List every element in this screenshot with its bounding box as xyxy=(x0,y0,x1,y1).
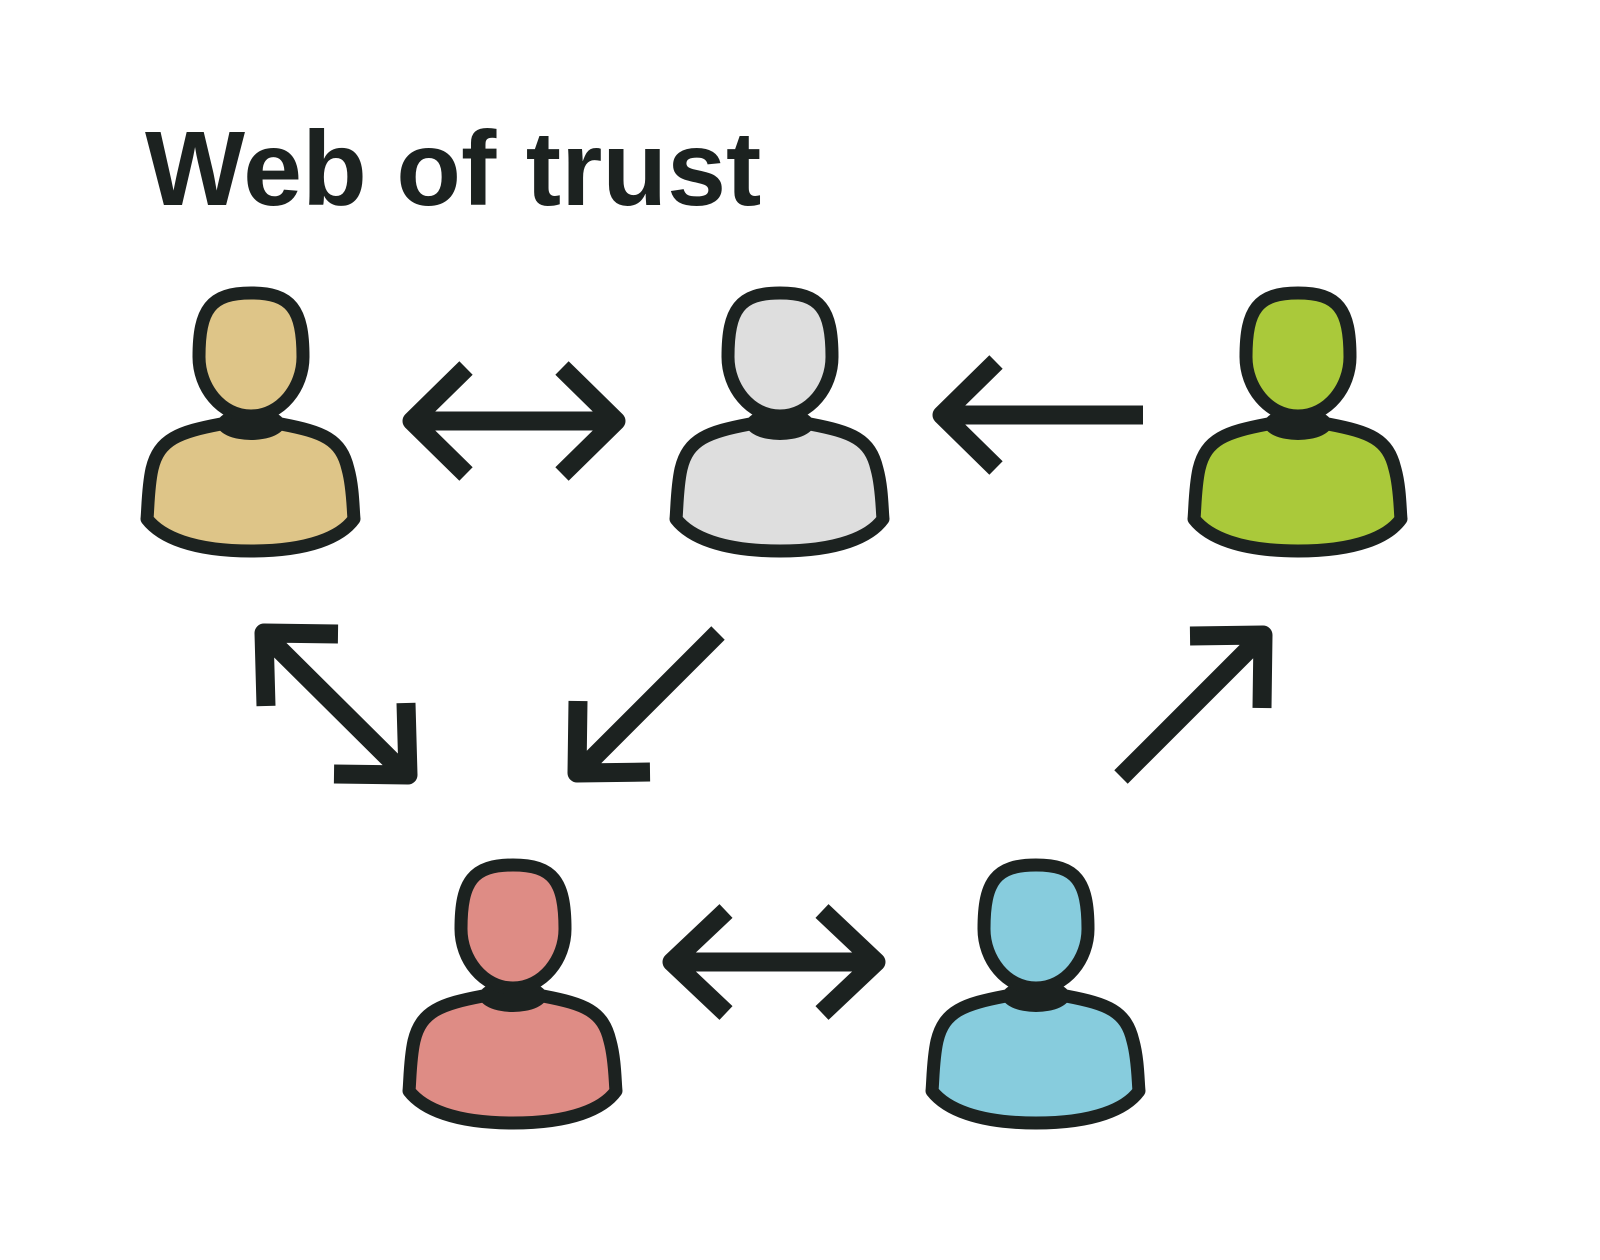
person-silhouette xyxy=(147,293,354,551)
arrow-5-to-3 xyxy=(1114,625,1273,784)
person-silhouette xyxy=(676,293,883,551)
person-1-icon xyxy=(147,293,354,551)
person-3-icon xyxy=(1194,293,1401,551)
person-5-icon xyxy=(932,865,1139,1123)
arrow-3-to-2 xyxy=(932,355,1143,475)
double-arrow-1-2 xyxy=(402,361,626,481)
person-4-icon xyxy=(409,865,616,1123)
person-silhouette xyxy=(409,865,616,1123)
person-silhouette xyxy=(1194,293,1401,551)
person-2-icon xyxy=(676,293,883,551)
arrow-2-to-4 xyxy=(567,626,725,783)
double-arrow-4-5 xyxy=(662,904,886,1020)
double-arrow-1-4 xyxy=(254,623,418,785)
diagram-title: Web of trust xyxy=(145,110,761,228)
person-silhouette xyxy=(932,865,1139,1123)
